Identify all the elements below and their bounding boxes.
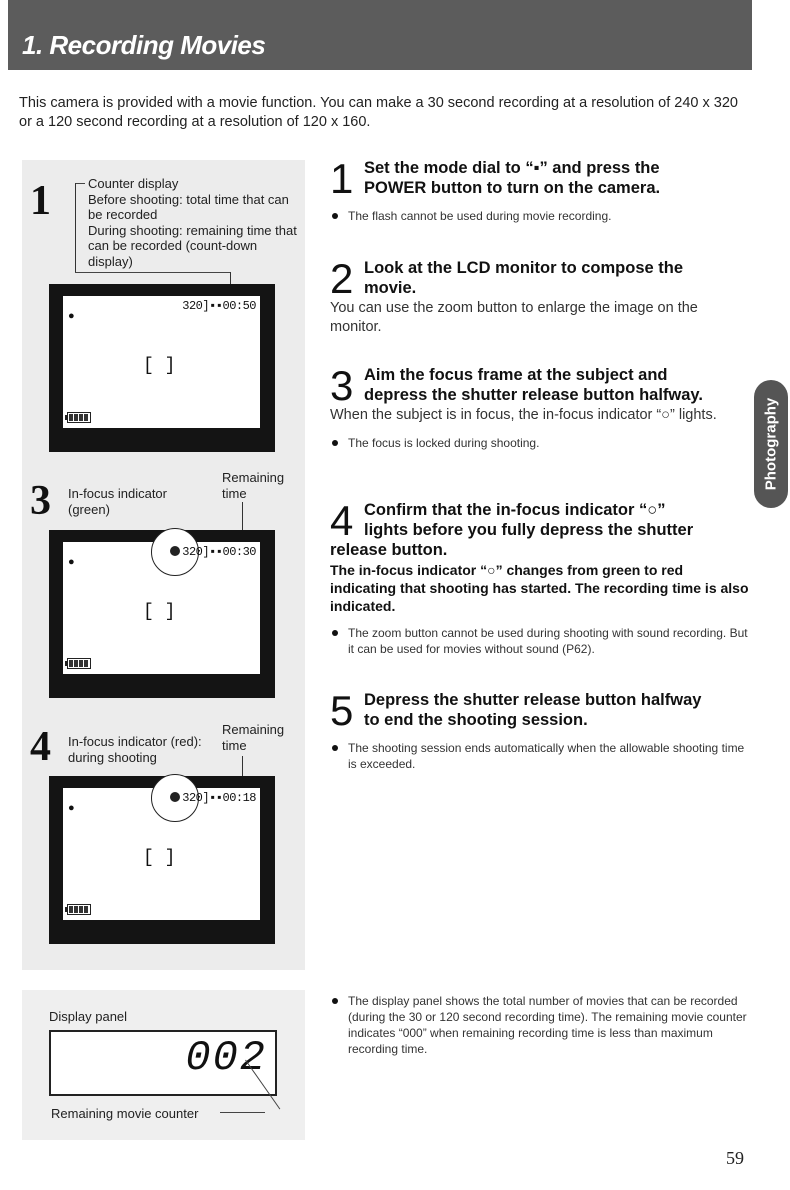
callout-line <box>75 183 76 273</box>
lcd-screen: ● 320]▪▪00:18 [ ] <box>63 774 260 920</box>
step-number: 4 <box>330 497 354 544</box>
remaining-time-label: Remaining time <box>222 470 285 501</box>
in-focus-dot-icon <box>170 792 180 802</box>
microphone-icon: ● <box>68 310 75 322</box>
callout-before: Before shooting: total time that can be … <box>88 191 289 223</box>
lcd-monitor: ● 320]▪▪00:30 [ ] <box>49 528 275 698</box>
lcd-monitor: ● 320]▪▪00:18 [ ] <box>49 774 275 944</box>
step-heading-line: POWER button to turn on the camera. <box>364 179 661 197</box>
lcd-monitor: ● 320]▪▪00:50 [ ] <box>49 284 275 452</box>
step-heading-line: Aim the focus frame at the subject and <box>364 366 668 384</box>
lcd-screen: ● 320]▪▪00:30 [ ] <box>63 528 260 674</box>
note-bullet: The display panel shows the total number… <box>330 993 750 1057</box>
section-tab: Photography <box>754 380 788 508</box>
callout-line <box>75 183 85 184</box>
step-4: 4 Confirm that the in-focus indicator “○… <box>330 500 750 657</box>
remaining-time-label: Remaining time <box>222 722 285 753</box>
step-heading-line: release button. <box>330 541 448 559</box>
step-5: 5 Depress the shutter release button hal… <box>330 690 750 772</box>
step-heading: Set the mode dial to “▪” and press the P… <box>330 158 750 198</box>
callout-line <box>75 272 230 273</box>
movie-count-digits: 002 <box>185 1034 267 1082</box>
step-heading-line: Look at the LCD monitor to compose the <box>364 259 684 277</box>
microphone-icon: ● <box>68 802 75 814</box>
counter-display-callout: Counter display Before shooting: total t… <box>88 176 298 269</box>
focus-frame: [ ] <box>143 848 176 868</box>
step-number: 5 <box>330 687 354 734</box>
step-heading-line: movie. <box>364 279 417 297</box>
step-description: You can use the zoom button to enlarge t… <box>330 300 698 335</box>
figure-step-number: 3 <box>30 478 51 524</box>
step-number: 3 <box>330 362 354 409</box>
step-number: 1 <box>330 155 354 202</box>
step-heading-line: lights before you fully depress the shut… <box>364 521 694 539</box>
callout-line <box>242 502 243 542</box>
step-description: The in-focus indicator “○” changes from … <box>330 562 749 614</box>
callout-line <box>230 272 231 288</box>
page-header: 1. Recording Movies <box>8 0 752 70</box>
in-focus-indicator-label: In-focus indicator (red): during shootin… <box>68 734 202 765</box>
step-heading: Depress the shutter release button halfw… <box>330 690 750 730</box>
display-panel: 002 <box>49 1030 277 1096</box>
step-heading-line: Confirm that the in-focus indicator “○” <box>364 501 666 519</box>
note-bullet: The shooting session ends automatically … <box>330 740 750 772</box>
display-panel-label: Display panel <box>49 1009 128 1024</box>
focus-frame: [ ] <box>143 602 176 622</box>
section-tab-label: Photography <box>762 397 780 491</box>
lcd-screen: ● 320]▪▪00:50 [ ] <box>63 296 260 428</box>
page-number: 59 <box>726 1148 744 1168</box>
movie-counter: 320]▪▪00:18 <box>182 791 256 805</box>
callout-line <box>242 756 243 790</box>
focus-frame: [ ] <box>143 356 176 376</box>
step-2: 2 Look at the LCD monitor to compose the… <box>330 258 750 337</box>
step-heading-line: Set the mode dial to “▪” and press the <box>364 159 660 177</box>
step-heading: Look at the LCD monitor to compose the m… <box>330 258 750 298</box>
page-title: 1. Recording Movies <box>22 30 266 60</box>
note-bullet: The zoom button cannot be used during sh… <box>330 625 750 657</box>
figure-step-number: 1 <box>30 178 51 224</box>
remaining-movie-counter-label: Remaining movie counter <box>51 1106 199 1121</box>
callout-title: Counter display <box>88 176 179 191</box>
step-1: 1 Set the mode dial to “▪” and press the… <box>330 158 750 224</box>
display-panel-note: The display panel shows the total number… <box>330 983 750 1057</box>
microphone-icon: ● <box>68 556 75 568</box>
callout-line <box>220 1112 265 1113</box>
step-heading-line: depress the shutter release button halfw… <box>364 386 703 404</box>
step-heading-line: Depress the shutter release button halfw… <box>364 691 702 709</box>
step-heading: Confirm that the in-focus indicator “○” … <box>330 500 750 560</box>
movie-counter: 320]▪▪00:50 <box>182 299 256 313</box>
battery-icon <box>65 412 91 423</box>
note-bullet: The focus is locked during shooting. <box>330 435 750 451</box>
battery-icon <box>65 904 91 915</box>
movie-counter: 320]▪▪00:30 <box>182 545 256 559</box>
battery-icon <box>65 658 91 669</box>
in-focus-indicator-label: In-focus indicator (green) <box>68 486 167 517</box>
step-heading: Aim the focus frame at the subject and d… <box>330 365 750 405</box>
step-number: 2 <box>330 255 354 302</box>
in-focus-indicator <box>151 528 199 576</box>
in-focus-dot-icon <box>170 546 180 556</box>
note-bullet: The flash cannot be used during movie re… <box>330 208 750 224</box>
in-focus-indicator <box>151 774 199 822</box>
step-3: 3 Aim the focus frame at the subject and… <box>330 365 750 451</box>
step-heading-line: to end the shooting session. <box>364 711 588 729</box>
step-description: When the subject is in focus, the in-foc… <box>330 407 717 423</box>
figure-step-number: 4 <box>30 724 51 770</box>
callout-during: During shooting: remaining time that can… <box>88 222 297 269</box>
intro-paragraph: This camera is provided with a movie fun… <box>19 95 738 130</box>
